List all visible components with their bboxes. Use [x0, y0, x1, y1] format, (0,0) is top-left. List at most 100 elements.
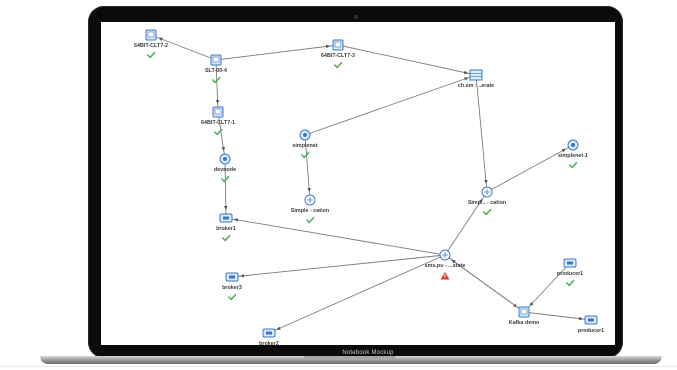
graph-edge	[337, 44, 477, 76]
status-check-icon	[301, 151, 310, 159]
graph-edge	[215, 44, 339, 61]
node-label: broker3	[222, 285, 242, 291]
edge-arrow-icon	[463, 70, 469, 75]
graph-edge	[231, 254, 446, 278]
status-check-icon	[221, 175, 230, 183]
node-label: simplenet	[292, 143, 317, 149]
status-check-icon	[214, 128, 223, 136]
graph-node[interactable]: Simp... - cation	[468, 186, 506, 216]
graph-node[interactable]: producer1	[578, 315, 604, 334]
graph-node[interactable]: devnode	[214, 153, 236, 183]
producer-icon	[563, 258, 577, 268]
status-check-icon	[306, 216, 315, 224]
status-check-icon	[334, 61, 343, 69]
graph-node[interactable]: 64BIT-CLT7-3	[321, 39, 355, 69]
graph-node[interactable]: sms.pu - ...state	[425, 249, 466, 280]
graph-node[interactable]: broker2	[259, 328, 279, 345]
graph-node[interactable]: Simple - cation	[291, 194, 329, 224]
graph-node[interactable]: ch.em : ..erate	[458, 69, 494, 89]
graph-node[interactable]: SLT-00-4	[205, 54, 227, 84]
graph-edge	[217, 111, 226, 160]
edge-arrow-icon	[561, 148, 566, 153]
replication-icon	[304, 194, 316, 206]
process-icon	[219, 153, 231, 165]
camera-icon	[354, 15, 358, 19]
edge-arrow-icon	[484, 179, 488, 185]
status-check-icon	[483, 208, 492, 216]
graph-node[interactable]: Kafka demo	[509, 306, 540, 326]
edge-arrow-icon	[451, 259, 456, 264]
graph-node[interactable]: simplenet	[292, 129, 318, 159]
edge-arrow-icon	[325, 44, 331, 49]
node-label: 64BIT-CLT7-3	[321, 53, 355, 59]
node-label: ch.em : ..erate	[458, 83, 494, 89]
node-label: 64BIT-CLT7-1	[201, 120, 235, 126]
edge-arrow-icon	[464, 77, 469, 81]
graph-edge	[444, 254, 525, 313]
graph-node[interactable]: 64BIT-CLT7-2	[134, 29, 168, 59]
graph-edge	[304, 74, 477, 136]
edge-arrow-icon	[215, 99, 220, 105]
node-label: broker1	[216, 226, 236, 232]
replication-icon	[439, 249, 451, 261]
node-label: Simple - cation	[291, 208, 329, 214]
broker-icon	[584, 315, 598, 325]
status-check-icon	[222, 234, 231, 242]
graph-node[interactable]: broker1	[216, 213, 236, 242]
graph-edge	[444, 191, 488, 256]
node-label: broker2	[259, 341, 279, 345]
node-label: simplenet-1	[558, 153, 588, 159]
graph-edges	[150, 34, 592, 334]
edge-arrow-icon	[233, 218, 239, 222]
server-icon	[518, 306, 530, 318]
laptop-base	[40, 356, 662, 364]
replication-icon	[481, 186, 493, 198]
graph-edge	[268, 254, 446, 334]
node-label: Kafka demo	[509, 320, 540, 326]
device-label: Notebook Mockup	[342, 350, 394, 356]
graph-node[interactable]: broker3	[222, 272, 242, 301]
graph-edge	[225, 217, 446, 256]
edge-arrow-icon	[578, 316, 584, 321]
status-check-icon	[212, 76, 221, 84]
graph-edge	[486, 144, 574, 193]
status-check-icon	[566, 279, 575, 287]
node-label: sms.pu - ...state	[425, 263, 466, 269]
node-label: producer1	[557, 271, 583, 277]
broker-icon	[262, 328, 276, 338]
graph-node[interactable]: simplenet-1	[558, 139, 588, 169]
node-label: Simp... - cation	[468, 200, 506, 206]
edge-arrow-icon	[529, 302, 534, 307]
graph-node[interactable]: 64BIT-CLT7-1	[201, 106, 235, 136]
edge-arrow-icon	[276, 326, 281, 330]
status-check-icon	[147, 51, 156, 59]
broker-icon	[225, 272, 239, 282]
computer-icon	[145, 29, 157, 41]
graph-node[interactable]: producer1	[557, 258, 583, 287]
computer-icon	[332, 39, 344, 51]
process-icon	[299, 129, 311, 141]
warning-mark	[444, 274, 446, 278]
edge-arrow-icon	[239, 273, 245, 278]
edge-arrow-icon	[307, 187, 311, 193]
status-check-icon	[228, 293, 237, 301]
edge-arrow-icon	[158, 37, 163, 41]
laptop-base-notch	[304, 356, 396, 360]
edge-arrow-icon	[223, 205, 228, 211]
graph-edge	[475, 74, 488, 193]
edge-arrow-icon	[478, 198, 483, 203]
node-label: devnode	[214, 167, 236, 173]
process-icon	[567, 139, 579, 151]
node-label: 64BIT-CLT7-2	[134, 43, 168, 49]
shadow-line	[0, 366, 677, 367]
computer-icon	[212, 106, 224, 118]
node-label: producer1	[578, 328, 604, 334]
server-icon	[210, 54, 222, 66]
edge-arrow-icon	[221, 146, 226, 152]
table-icon	[469, 69, 483, 81]
node-label: SLT-00-4	[205, 68, 227, 74]
status-check-icon	[569, 161, 578, 169]
